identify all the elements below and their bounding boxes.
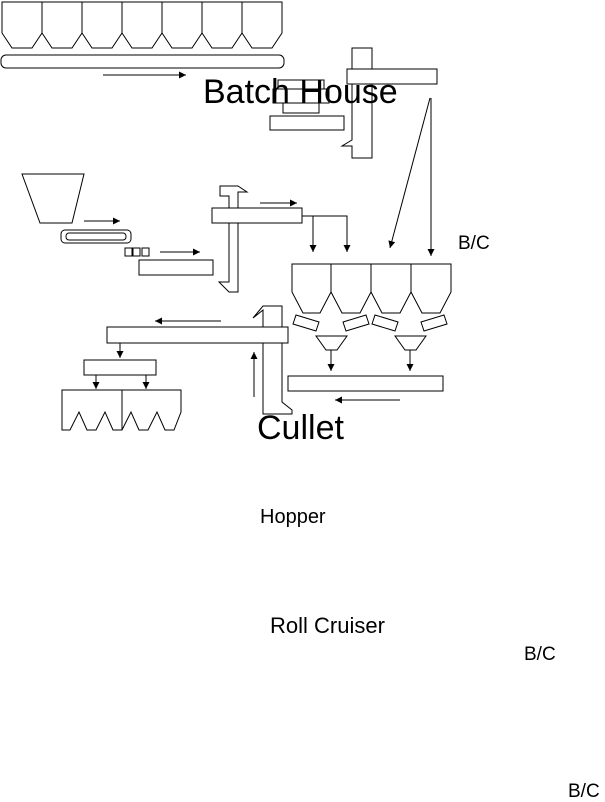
lower-bucket-elevator — [252, 305, 293, 415]
hopper-label: Hopper — [260, 506, 326, 528]
middle-head-conveyor — [211, 207, 303, 224]
top-silos — [1, 1, 283, 49]
batch-house-label: Batch House — [203, 73, 398, 111]
bc-label-2: B/C — [524, 644, 556, 665]
small-belt-conveyor — [60, 229, 132, 244]
feed-conveyor — [138, 259, 214, 276]
distribution-conveyor — [83, 359, 157, 376]
main-silos — [291, 263, 452, 314]
bc-label-3: B/C — [568, 781, 600, 802]
collecting-belt-conveyor — [287, 375, 444, 392]
lower-head-conveyor — [106, 326, 289, 344]
top-belt-conveyor — [0, 54, 285, 69]
flow-line-1 — [388, 97, 431, 249]
bc-label-1: B/C — [458, 233, 490, 254]
middle-bucket-elevator — [217, 185, 249, 293]
gate-valves — [292, 314, 448, 332]
upper-head-conveyor — [346, 68, 438, 85]
furnace-hoppers — [61, 389, 182, 431]
feed-hopper — [21, 173, 85, 224]
roll-cruiser-label: Roll Cruiser — [270, 613, 385, 638]
flow-line-6 — [302, 215, 351, 252]
batch-mixer — [269, 79, 345, 131]
weigh-hoppers — [315, 335, 427, 351]
roller-set — [124, 247, 150, 257]
cullet-label: Cullet — [257, 409, 344, 447]
